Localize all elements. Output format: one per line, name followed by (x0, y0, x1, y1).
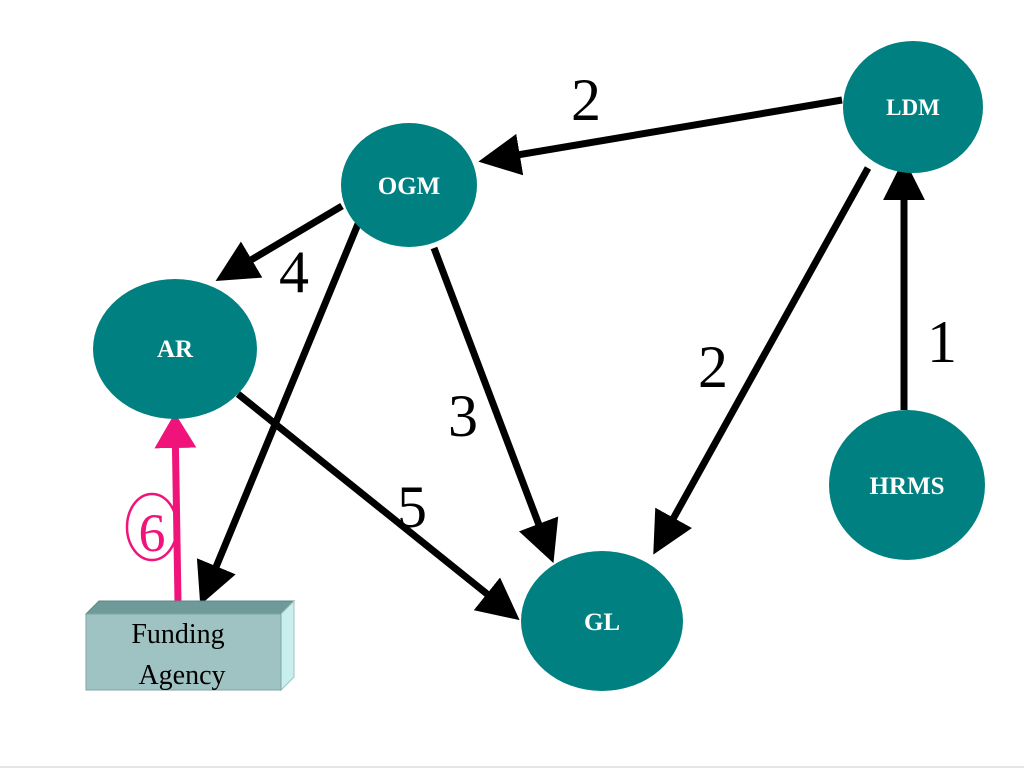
edge-ogm-to-funding-agency (196, 222, 362, 606)
edge-label-ogm-ar: 4 (279, 239, 309, 305)
node-gl-label: GL (584, 609, 620, 636)
edge-label-ogm-gl: 3 (448, 383, 478, 449)
funding-agency-line2: Agency (138, 660, 225, 691)
node-ldm-label: LDM (886, 95, 940, 120)
edge-label-agency-ar-text: 6 (139, 503, 166, 563)
edge-ogm-to-ar (215, 202, 344, 281)
node-gl: GL (521, 551, 683, 691)
edge-label-ar-gl: 5 (397, 474, 427, 540)
node-ar: AR (93, 279, 257, 419)
footer-divider (0, 766, 1024, 768)
node-hrms: HRMS (829, 410, 985, 560)
edge-label-ldm-gl: 2 (698, 334, 728, 400)
edge-ldm-to-ogm (478, 96, 843, 176)
edge-ldm-to-gl (653, 166, 872, 555)
node-hrms-label: HRMS (870, 473, 945, 500)
edge-funding-agency-to-ar (154, 413, 197, 603)
edge-ogm-to-gl (430, 246, 559, 564)
funding-agency-line1: Funding (131, 619, 224, 650)
edge-label-hrms-ldm: 1 (927, 309, 957, 375)
node-ar-label: AR (157, 336, 194, 363)
edge-ar-to-gl (235, 391, 520, 621)
node-ldm: LDM (843, 41, 983, 173)
node-ogm-label: OGM (378, 173, 441, 200)
funding-agency-box: Funding Agency (84, 599, 296, 692)
edge-label-agency-ar: 6 (125, 492, 179, 563)
edge-label-ldm-ogm: 2 (571, 67, 601, 133)
node-ogm: OGM (341, 123, 477, 247)
